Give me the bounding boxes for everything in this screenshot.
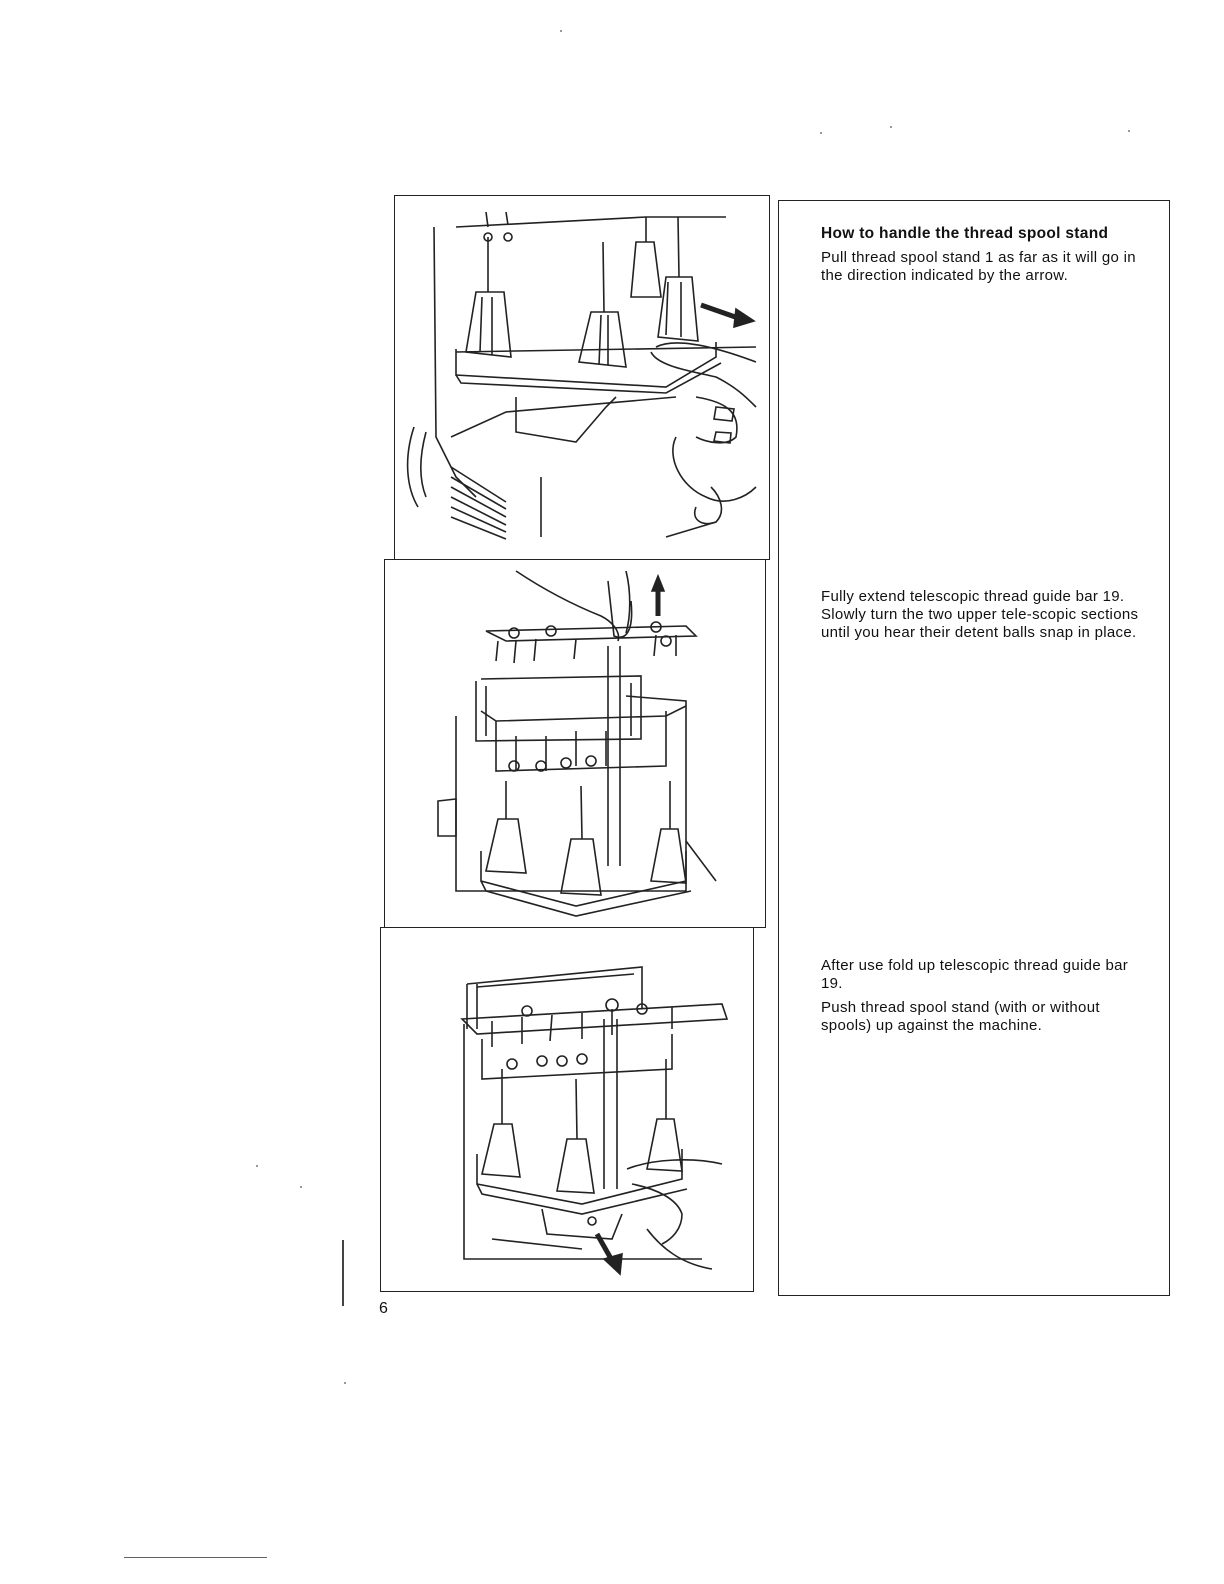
scan-speck xyxy=(300,1186,302,1188)
scan-speck xyxy=(1128,130,1130,132)
bottom-rule xyxy=(124,1557,267,1558)
scan-speck xyxy=(890,126,892,128)
margin-mark xyxy=(342,1240,344,1306)
scan-speck xyxy=(344,1382,346,1384)
instruction-paragraph: Pull thread spool stand 1 as far as it w… xyxy=(821,249,1136,284)
scan-speck xyxy=(256,1165,258,1167)
scan-speck xyxy=(560,30,562,32)
illustration-panel xyxy=(380,927,754,1292)
instruction-paragraph: Fully extend telescopic thread guide bar… xyxy=(821,588,1139,641)
instruction-paragraph: Push thread spool stand (with or without… xyxy=(821,999,1100,1034)
instruction-column: How to handle the thread spool stand Pul… xyxy=(778,200,1170,1296)
page-number: 6 xyxy=(379,1300,388,1317)
scan-speck xyxy=(820,132,822,134)
spool-stand-pull-illustration xyxy=(396,197,768,558)
section-heading: How to handle the thread spool stand xyxy=(821,225,1109,242)
spool-stand-push-illustration xyxy=(382,929,752,1290)
section-spool-stand-pull: How to handle the thread spool stand Pul… xyxy=(821,225,1151,291)
instruction-paragraph: After use fold up telescopic thread guid… xyxy=(821,957,1129,992)
section-telescopic-extend: Fully extend telescopic thread guide bar… xyxy=(821,588,1151,648)
telescopic-guide-extend-illustration xyxy=(386,561,764,926)
section-fold-and-push: After use fold up telescopic thread guid… xyxy=(821,957,1151,1041)
